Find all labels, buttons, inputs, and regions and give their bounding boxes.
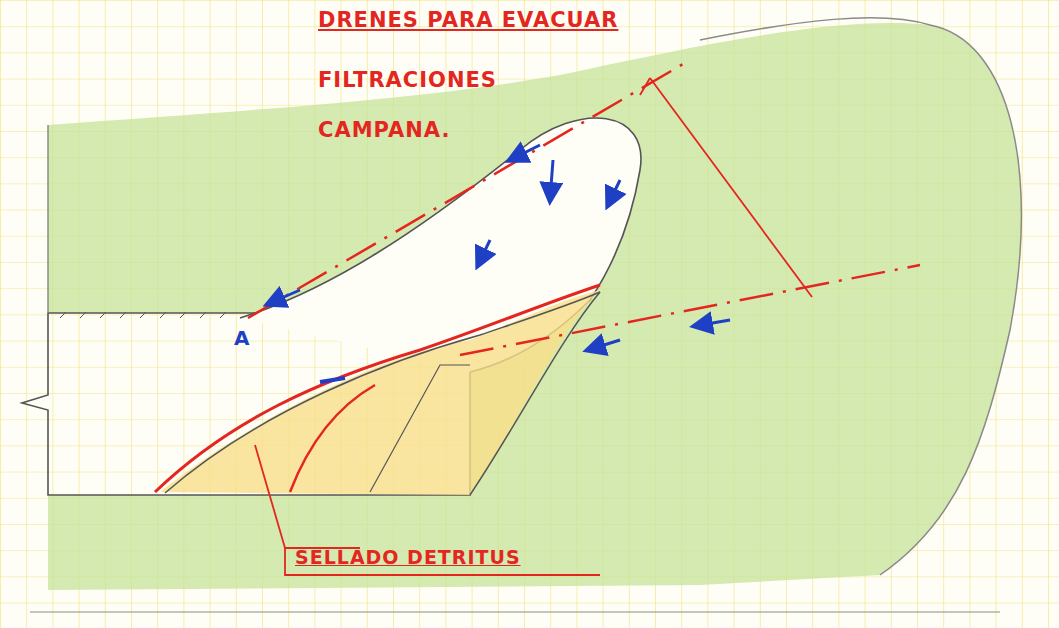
collapse-bell bbox=[240, 118, 641, 372]
note-text: DRENES PARA EVACUAR bbox=[318, 8, 618, 32]
note-text: SELLADO DETRITUS bbox=[295, 546, 521, 568]
ground-mass bbox=[48, 23, 1021, 590]
note-text: CAMPANA. bbox=[318, 118, 450, 142]
debris-cone bbox=[160, 290, 600, 495]
ground-outline bbox=[700, 18, 1021, 575]
point-label: A bbox=[234, 326, 250, 350]
note-text: FILTRACIONES bbox=[318, 68, 497, 92]
